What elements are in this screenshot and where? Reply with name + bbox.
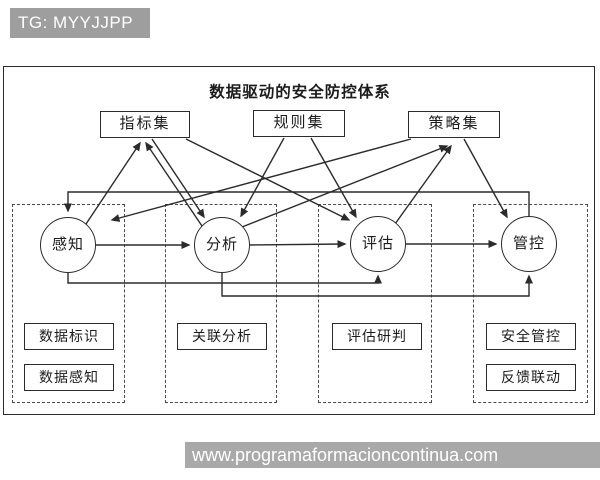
item-data-perception: 数据感知	[24, 364, 114, 391]
item-evaluation-judgment: 评估研判	[332, 323, 422, 350]
node-evaluation: 评估	[350, 216, 406, 272]
node-perception: 感知	[40, 217, 96, 273]
node-analysis: 分析	[194, 217, 250, 273]
box-indicator-set: 指标集	[100, 111, 190, 138]
item-security-control: 安全管控	[486, 323, 576, 350]
group-control	[473, 204, 588, 403]
node-control: 管控	[501, 216, 557, 272]
item-feedback-linkage: 反馈联动	[486, 364, 576, 391]
url-watermark: www.programaformacioncontinua.com	[185, 442, 600, 468]
diagram-title: 数据驱动的安全防控体系	[209, 84, 391, 101]
tg-watermark-badge: TG: MYYJJPP	[10, 8, 150, 38]
item-data-labeling: 数据标识	[24, 323, 114, 350]
box-strategy-set: 策略集	[408, 111, 500, 138]
item-correlation-analysis: 关联分析	[177, 323, 267, 350]
box-rule-set: 规则集	[253, 110, 345, 137]
